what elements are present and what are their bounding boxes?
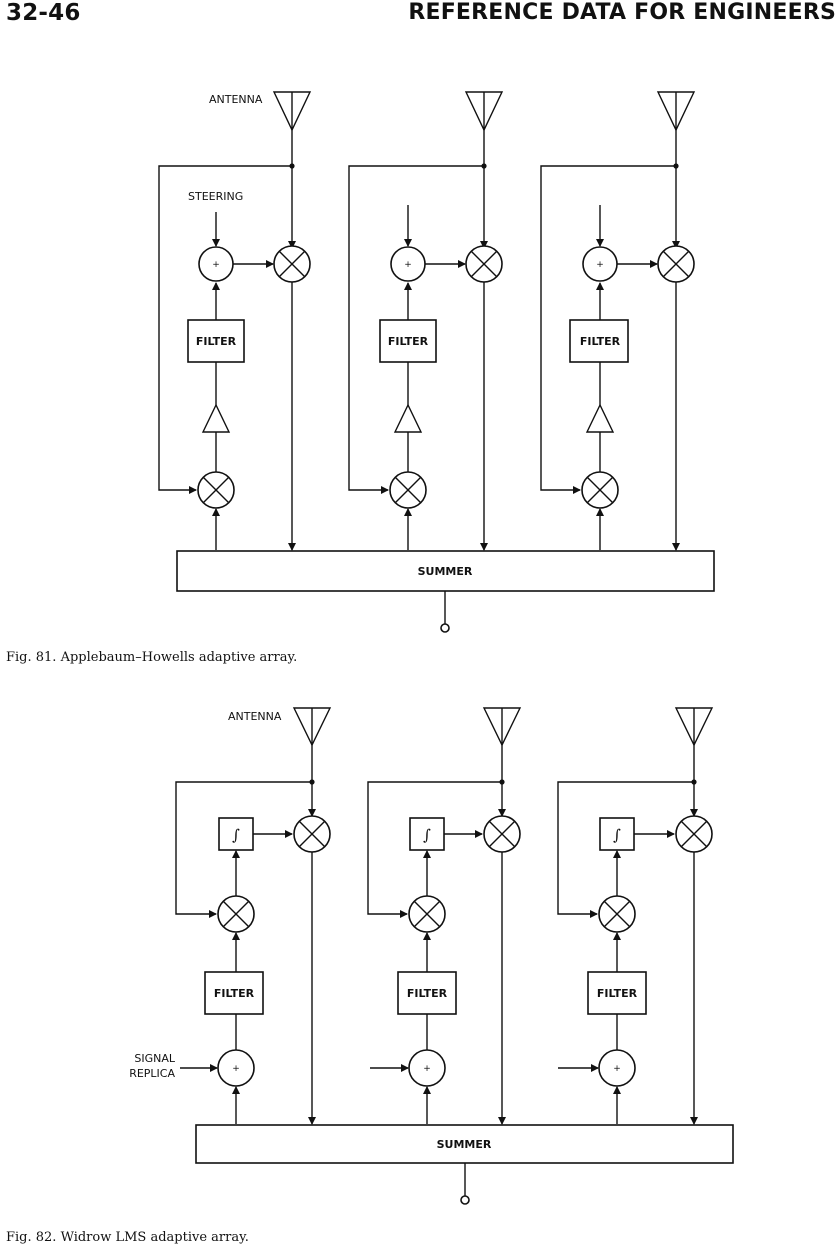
fig82-output-terminal — [461, 1196, 469, 1204]
fig82-signal-replica-label-line1: SIGNAL — [134, 1052, 176, 1065]
fig82-caption: Fig. 82. Widrow LMS adaptive array. — [6, 1230, 249, 1245]
fig82-channel-3: ∫ FILTER + — [558, 708, 712, 1124]
fig82-summer-label: SUMMER — [437, 1138, 492, 1151]
filter-label: FILTER — [597, 987, 638, 1000]
integrator-symbol: ∫ — [423, 826, 431, 844]
fig82-antenna-label: ANTENNA — [228, 710, 282, 723]
filter-label: FILTER — [214, 987, 255, 1000]
fig82-channel-2: ∫ FILTER + — [368, 708, 520, 1124]
integrator-symbol: ∫ — [232, 826, 240, 844]
fig82-signal-replica-label-line2: REPLICA — [129, 1067, 175, 1080]
fig82-channel-1: ∫ FILTER + — [176, 708, 330, 1124]
adder-plus-symbol: + — [232, 1064, 240, 1074]
integrator-symbol: ∫ — [613, 826, 621, 844]
adder-plus-symbol: + — [613, 1064, 621, 1074]
filter-label: FILTER — [407, 987, 448, 1000]
adder-plus-symbol: + — [423, 1064, 431, 1074]
